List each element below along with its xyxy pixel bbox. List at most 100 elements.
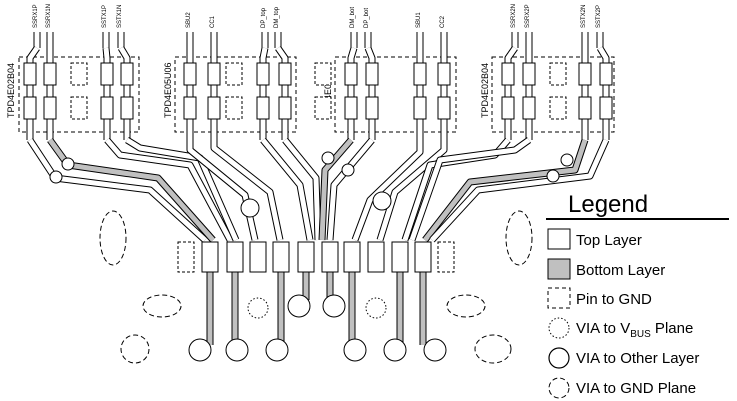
via-other-layer	[49, 170, 63, 184]
device-pad	[413, 96, 427, 120]
device-label-left-outer: TPD4E02B04	[6, 63, 16, 118]
device-pad	[256, 62, 270, 86]
device-pad	[344, 62, 358, 86]
device-pad	[437, 96, 451, 120]
route-trace-fill	[211, 140, 283, 241]
legend-label-pin-gnd: Pin to GND	[576, 291, 652, 308]
via-gnd	[99, 210, 127, 266]
device-pad	[207, 62, 221, 86]
connector-pad	[321, 241, 339, 273]
route-trace-fill	[319, 138, 353, 241]
legend-swatch-vbus-via	[548, 317, 570, 339]
via-group	[49, 151, 574, 364]
device-pad	[120, 96, 134, 120]
device-outline-left-outer	[18, 56, 140, 133]
via-other-layer	[341, 163, 355, 177]
via-vbus	[247, 297, 269, 319]
device-outlines	[18, 56, 615, 133]
connector-pad	[414, 241, 432, 273]
signal-label: DP_bot	[364, 8, 370, 28]
via-gnd	[142, 294, 182, 318]
via-other-layer	[423, 338, 447, 362]
gnd-device-pad	[549, 62, 567, 86]
route-trace-fill	[105, 138, 233, 242]
connector-pad	[201, 241, 219, 273]
device-pad	[23, 62, 37, 86]
signal-label: DP_top	[261, 7, 267, 28]
device-pad	[599, 96, 613, 120]
route-trace-fill	[352, 140, 423, 241]
connector-pad	[226, 241, 244, 273]
route-trace-fill	[47, 138, 215, 242]
signal-label: SSRX1N	[46, 4, 52, 28]
gnd-device-pad	[225, 96, 243, 120]
signal-label: SBU1	[416, 12, 422, 28]
device-label-left-inner: TPD4E05U06	[163, 62, 173, 118]
via-other-layer	[61, 157, 75, 171]
connector-pad	[249, 241, 267, 273]
legend-swatch-other-via	[548, 347, 570, 369]
legend-label-top-layer: Top Layer	[576, 232, 642, 249]
via-other-layer	[372, 191, 392, 211]
device-trace-fill	[260, 47, 268, 140]
pad-group	[23, 62, 613, 273]
gnd-device-pad	[549, 96, 567, 120]
device-pad	[278, 96, 292, 120]
signal-label: DM_bot	[350, 7, 356, 28]
via-other-layer	[265, 338, 289, 362]
device-pad	[437, 62, 451, 86]
device-label-right-outer: TPD4E02B04	[480, 63, 490, 118]
signal-label: SSTX2P	[596, 5, 602, 28]
signal-label: SSRX1P	[33, 4, 39, 28]
signal-label: SSTX2N	[581, 5, 587, 28]
connector-pad	[297, 241, 315, 273]
legend-label-vbus-via: VIA to VBUS Plane	[576, 320, 693, 340]
legend-label-gnd-via: VIA to GND Plane	[576, 380, 696, 397]
device-pad	[43, 62, 57, 86]
signal-labels: SSRX1P SSRX1N SSTX1P SSTX1N SBU2 CC1 DP_…	[33, 4, 602, 28]
route-trace-fill	[377, 140, 447, 241]
legend-label-other-via: VIA to Other Layer	[576, 350, 699, 367]
route-trace-fill	[261, 138, 313, 241]
legend-swatch-top-layer	[547, 228, 571, 250]
via-vbus	[365, 297, 387, 319]
via-gnd	[120, 334, 150, 364]
via-other-layer	[546, 169, 560, 183]
device-pad	[599, 62, 613, 86]
route-trace-fill	[283, 138, 321, 241]
device-pad	[183, 96, 197, 120]
via-other-layer	[321, 151, 335, 165]
device-pad	[23, 96, 37, 120]
connector-pad	[391, 241, 409, 273]
device-pad	[207, 96, 221, 120]
device-pad	[501, 62, 515, 86]
via-other-layer	[225, 338, 249, 362]
via-other-layer	[343, 338, 367, 362]
signal-label: SSRX2P	[525, 4, 531, 28]
device-pad	[278, 62, 292, 86]
route-trace-fill	[430, 138, 609, 242]
signal-label: SSTX1N	[117, 5, 123, 28]
device-pad	[413, 62, 427, 86]
route-trace-fill	[125, 137, 239, 242]
signal-label: SSTX1P	[102, 5, 108, 28]
gnd-device-pad	[314, 96, 332, 120]
connector-pad	[343, 241, 361, 273]
signal-label: CC1	[210, 15, 216, 28]
via-other-layer	[383, 338, 407, 362]
connector-pad	[272, 241, 290, 273]
gnd-device-pad	[314, 62, 332, 86]
device-pad	[183, 62, 197, 86]
device-pad	[256, 96, 270, 120]
via-other-layer	[560, 153, 574, 167]
legend-swatch-bottom-layer	[547, 258, 571, 280]
signal-label: SSRX2N	[511, 4, 517, 28]
via-other-layer	[240, 198, 260, 218]
connector-gnd-pad	[177, 241, 195, 273]
gnd-device-pad	[70, 96, 88, 120]
device-pad	[578, 62, 592, 86]
device-pad	[578, 96, 592, 120]
legend-label-bottom-layer: Bottom Layer	[576, 262, 665, 279]
device-pad	[365, 96, 379, 120]
